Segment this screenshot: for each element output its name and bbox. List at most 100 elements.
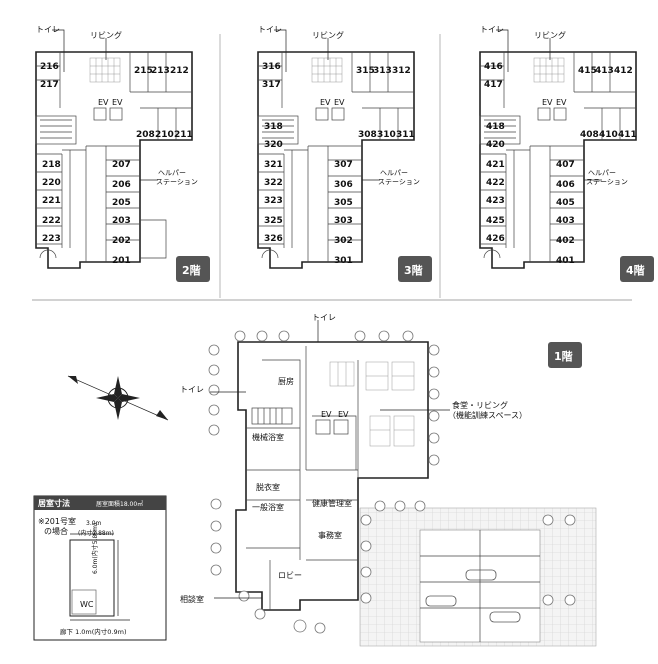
room-number: 407 xyxy=(556,160,575,170)
room-number: 417 xyxy=(484,80,503,90)
label-living-2f: リビング xyxy=(90,31,122,40)
room-number: 307 xyxy=(334,160,353,170)
label-helper-2f: ヘルパー xyxy=(158,169,186,177)
label-dressing: 脱衣室 xyxy=(256,483,280,492)
label-office: 事務室 xyxy=(318,531,342,540)
floor-plan-4f xyxy=(479,29,637,269)
label-toilet-4f: トイレ xyxy=(480,25,504,34)
room-number: 301 xyxy=(334,256,353,266)
room-number: 308 xyxy=(358,130,377,140)
room-number: 305 xyxy=(334,198,353,208)
room-number: 412 xyxy=(614,66,633,76)
room-number: 401 xyxy=(556,256,575,266)
room-number: 206 xyxy=(112,180,131,190)
room-number: 422 xyxy=(486,178,505,188)
room-number: 415 xyxy=(578,66,597,76)
floor-plan-1f xyxy=(208,320,597,647)
room-number: 212 xyxy=(170,66,189,76)
label-lobby: ロビー xyxy=(278,571,302,580)
room-number: 203 xyxy=(112,216,131,226)
room-number: 216 xyxy=(40,62,59,72)
label-helper-3f: ヘルパー xyxy=(380,169,408,177)
legend-area: 居室面積18.00㎡ xyxy=(96,501,144,508)
label-ev-2f: EV xyxy=(98,98,109,107)
room-number: 217 xyxy=(40,80,59,90)
room-number: 312 xyxy=(392,66,411,76)
room-number: 215 xyxy=(134,66,153,76)
car-icon xyxy=(489,611,521,623)
label-station-4f: ステーション xyxy=(586,178,628,186)
room-number: 202 xyxy=(112,236,131,246)
room-number: 211 xyxy=(174,130,193,140)
floor-badge-1f xyxy=(548,342,582,368)
room-number: 325 xyxy=(264,216,283,226)
room-number: 311 xyxy=(396,130,415,140)
label-ev-4f: EV xyxy=(542,98,553,107)
room-number: 201 xyxy=(112,256,131,266)
label-kitchen: 厨房 xyxy=(278,377,294,386)
label-station-2f: ステーション xyxy=(156,178,198,186)
floor-badge-3f xyxy=(398,256,432,282)
room-number: 320 xyxy=(264,140,283,150)
compass-icon xyxy=(67,375,169,421)
label-machine-bath: 機械浴室 xyxy=(252,433,284,442)
room-number: 220 xyxy=(42,178,61,188)
legend-width: 3.0m xyxy=(86,520,102,527)
legend-corridor: 廊下 1.0m(内寸0.9m) xyxy=(60,628,127,636)
label-helper-4f: ヘルパー xyxy=(588,169,616,177)
room-number: 405 xyxy=(556,198,575,208)
room-number: 326 xyxy=(264,234,283,244)
room-number: 321 xyxy=(264,160,283,170)
room-number: 408 xyxy=(580,130,599,140)
room-number: 310 xyxy=(377,130,396,140)
label-living-4f: リビング xyxy=(534,31,566,40)
room-number: 306 xyxy=(334,180,353,190)
room-number: 410 xyxy=(599,130,618,140)
legend-depth: 6.0m(内寸5.88m) xyxy=(92,522,99,574)
room-number: 315 xyxy=(356,66,375,76)
car-icon xyxy=(425,595,457,607)
room-number: 420 xyxy=(486,140,505,150)
room-number: 221 xyxy=(42,196,61,206)
label-training: （機能訓練スペース） xyxy=(448,411,528,420)
room-number: 316 xyxy=(262,62,281,72)
floor-badge-2f-text: 2階 xyxy=(182,264,201,277)
label-living-3f: リビング xyxy=(312,31,344,40)
room-number: 322 xyxy=(264,178,283,188)
room-number: 218 xyxy=(42,160,61,170)
legend-note-2: の場合 xyxy=(44,527,68,536)
room-size-legend xyxy=(33,495,167,641)
room-number: 416 xyxy=(484,62,503,72)
floor-plan-2f xyxy=(35,29,193,269)
room-number: 423 xyxy=(486,196,505,206)
room-number: 323 xyxy=(264,196,283,206)
legend-note-1: ※201号室 xyxy=(38,517,76,526)
room-number: 313 xyxy=(373,66,392,76)
label-toilet-3f: トイレ xyxy=(258,25,282,34)
label-toilet-1f-left: トイレ xyxy=(180,385,204,394)
label-ev-3f: EV xyxy=(320,98,331,107)
room-number: 223 xyxy=(42,234,61,244)
floor-badge-4f-text: 4階 xyxy=(626,264,645,277)
label-health-office: 健康管理室 xyxy=(312,499,352,508)
room-number: 406 xyxy=(556,180,575,190)
label-general-bath: 一般浴室 xyxy=(252,503,284,512)
label-consult: 相談室 xyxy=(180,595,204,604)
room-number: 205 xyxy=(112,198,131,208)
room-number: 411 xyxy=(618,130,637,140)
dining-tables xyxy=(329,361,415,447)
floor-badge-3f-text: 3階 xyxy=(404,264,423,277)
room-number: 302 xyxy=(334,236,353,246)
floor-badge-2f xyxy=(176,256,210,282)
room-number: 317 xyxy=(262,80,281,90)
label-ev-4f: EV xyxy=(556,98,567,107)
label-ev-1f: EV xyxy=(321,410,332,419)
room-number: 318 xyxy=(264,122,283,132)
floor-plan-3f xyxy=(257,29,415,269)
label-ev-2f: EV xyxy=(112,98,123,107)
room-number: 413 xyxy=(595,66,614,76)
label-dining: 食堂・リビング xyxy=(452,401,508,410)
room-number: 210 xyxy=(155,130,174,140)
room-number: 207 xyxy=(112,160,131,170)
